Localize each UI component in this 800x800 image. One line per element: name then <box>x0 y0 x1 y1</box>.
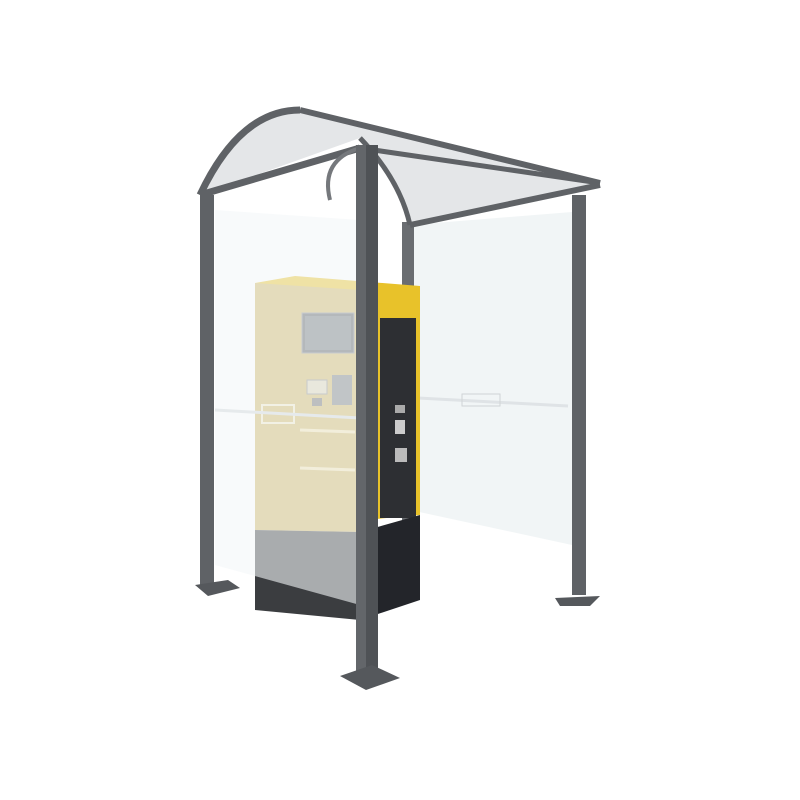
side-glass-panel-left <box>215 210 360 605</box>
glass-logo-right <box>461 393 501 407</box>
curved-roof <box>196 106 601 228</box>
post-back-right <box>572 195 586 595</box>
side-glass-panel-right <box>410 212 572 545</box>
post-front-left <box>200 195 214 585</box>
